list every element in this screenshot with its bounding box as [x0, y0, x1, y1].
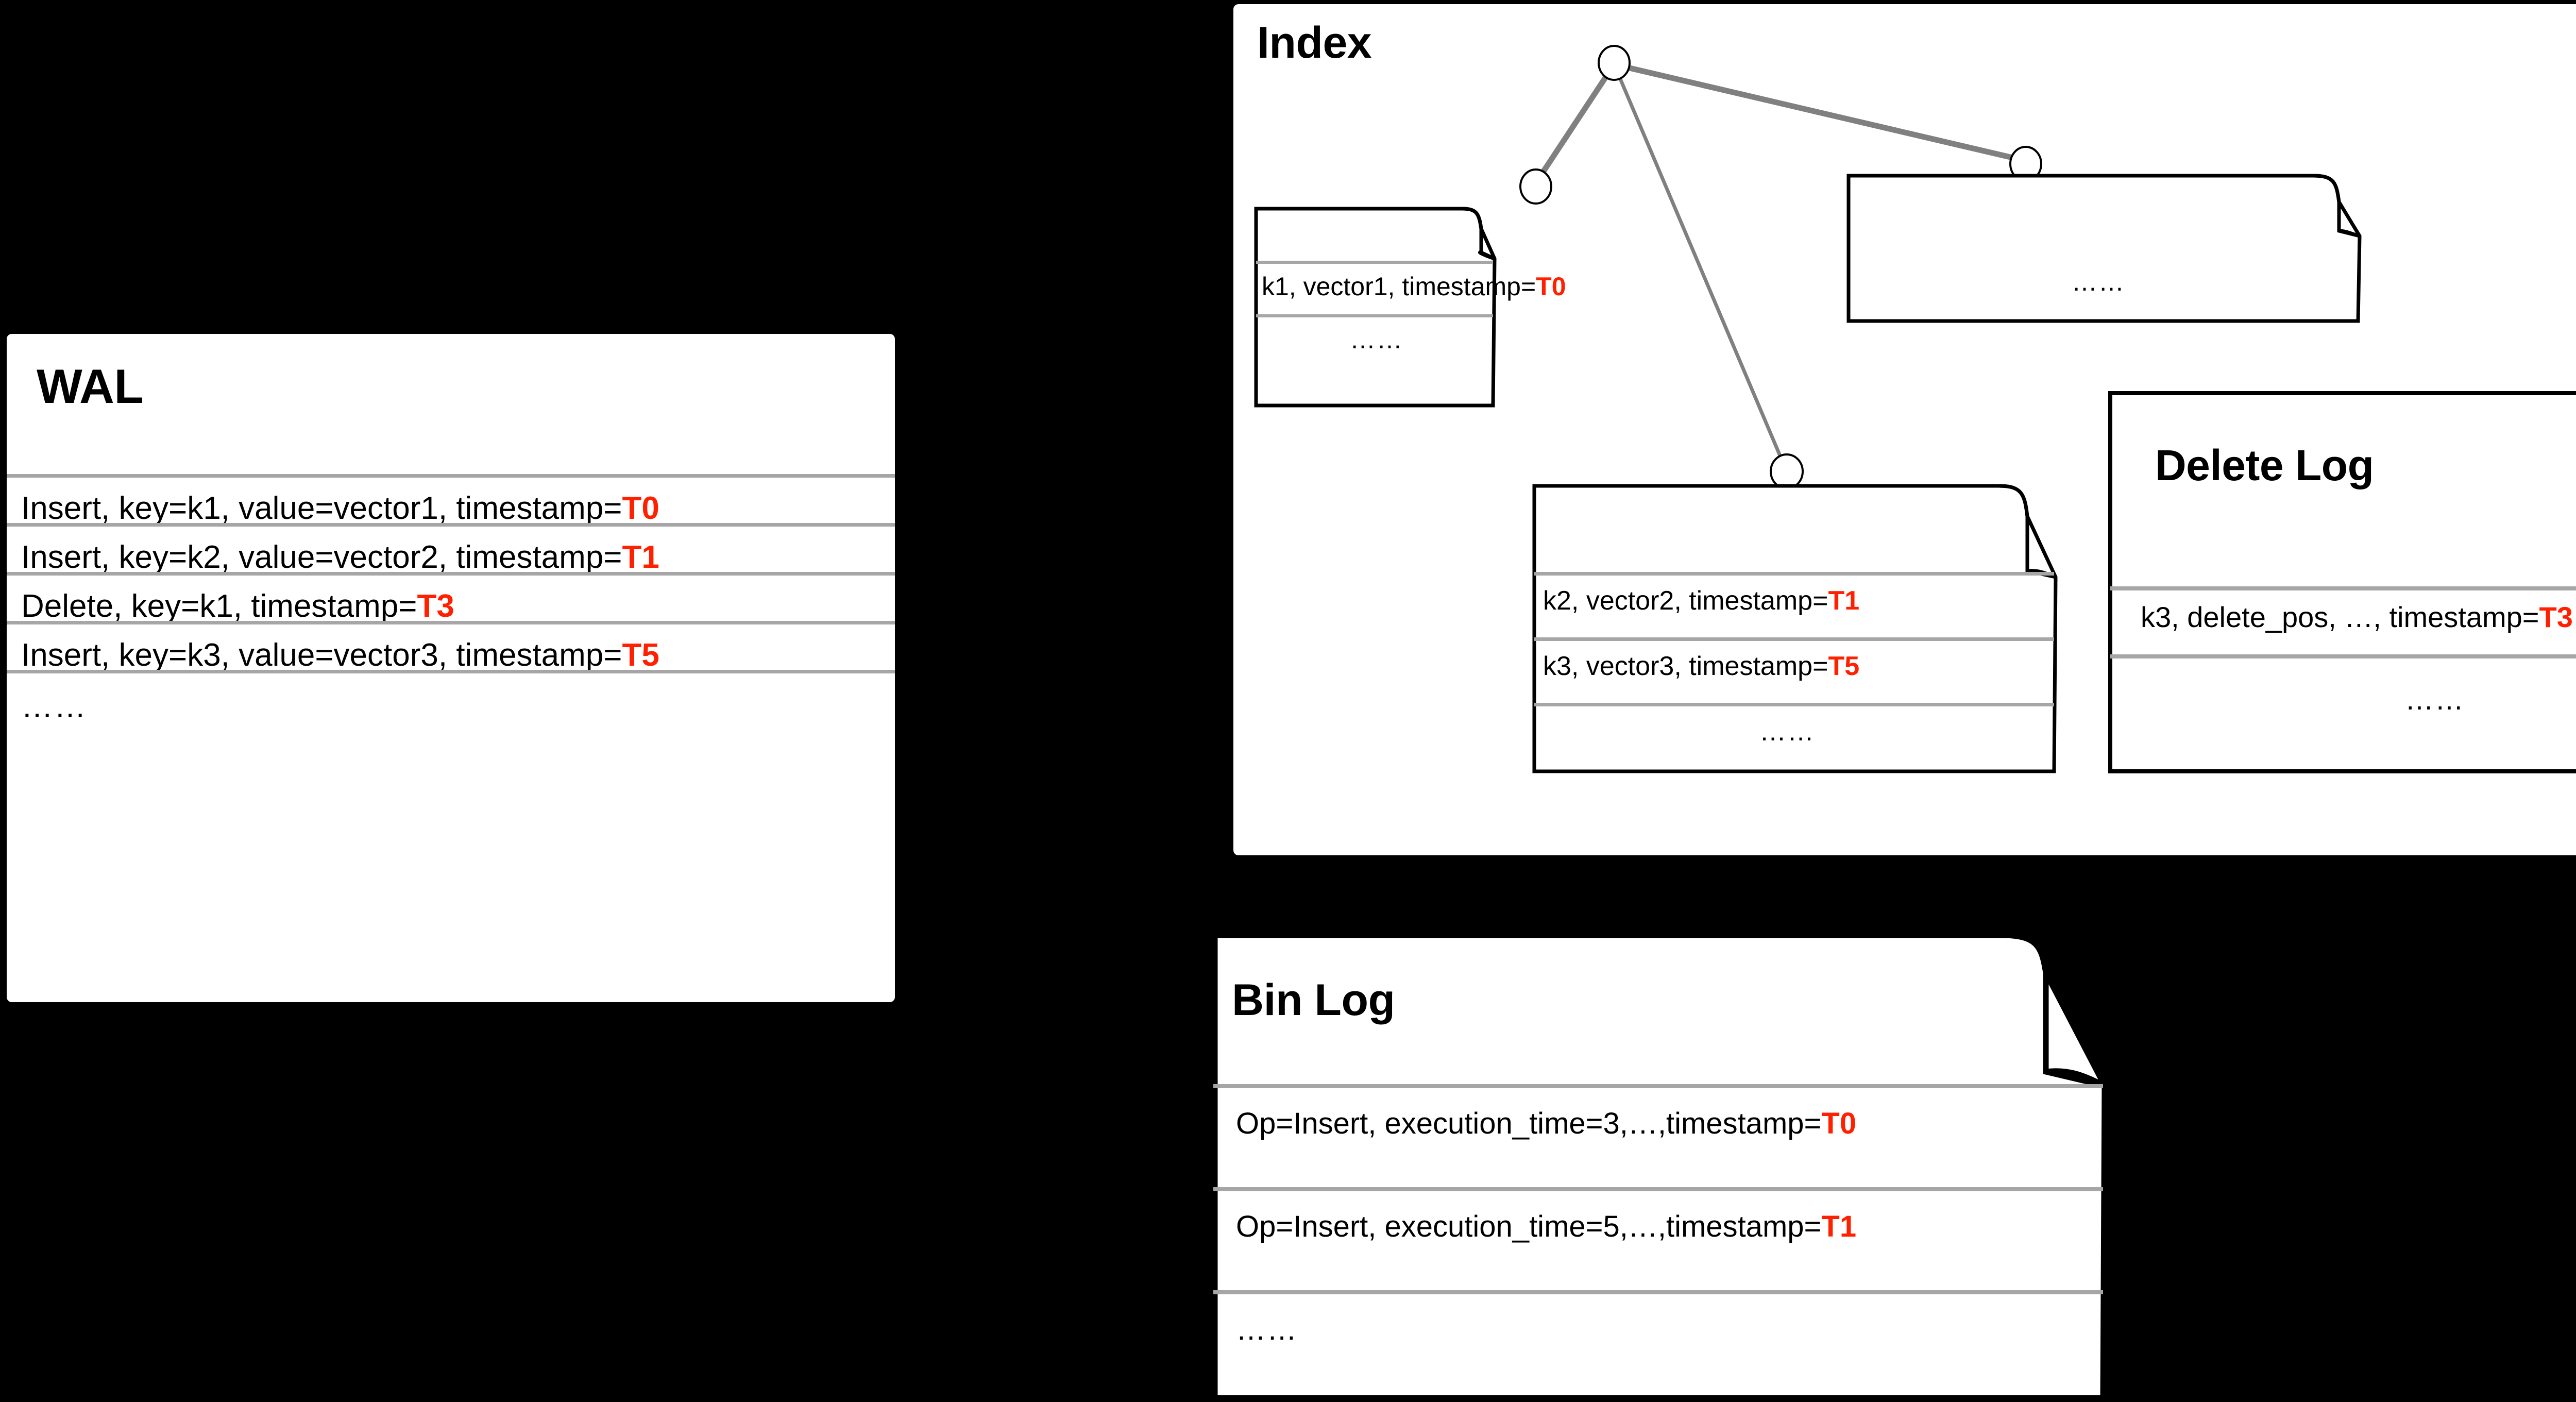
bin-log-divider: [1213, 1084, 2103, 1088]
document-shape: [1254, 207, 1497, 408]
delete-log-title: Delete Log: [2155, 441, 2374, 489]
index-leaf-more-ellipsis: ……: [1759, 717, 1815, 747]
wal-divider: [7, 670, 895, 673]
bin-log-title: Bin Log: [1232, 975, 1395, 1025]
bin-log-panel: Bin Log Op=Insert, execution_time=3,…,ti…: [1212, 932, 2222, 1401]
document-shape: [1532, 484, 2058, 773]
index-leaf-divider: [1534, 703, 2054, 706]
bin-log-row: Op=Insert, execution_time=3,…,timestamp=…: [1236, 1106, 1856, 1141]
wal-panel: WAL Insert, key=k1, value=vector1, times…: [7, 334, 895, 1002]
wal-row-timestamp: T1: [622, 539, 659, 575]
wal-row-timestamp: T0: [622, 491, 659, 526]
wal-title: WAL: [37, 359, 144, 413]
delete-log-row-timestamp: T3: [2539, 601, 2573, 633]
wal-divider: [7, 572, 895, 576]
index-title: Index: [1257, 18, 1372, 67]
index-leaf-more-ellipsis: ……: [2072, 267, 2125, 296]
delete-log-divider: [2110, 654, 2576, 658]
index-leaf-row-timestamp: T0: [1536, 272, 1566, 301]
index-leaf-card-k2-k3: k2, vector2, timestamp=T1 k3, vector3, t…: [1532, 484, 2058, 773]
index-leaf-row: k2, vector2, timestamp=T1: [1543, 585, 1859, 616]
wal-divider: [7, 474, 895, 478]
document-shape: [2108, 391, 2576, 773]
index-leaf-divider: [1534, 572, 2054, 576]
index-leaf-divider: [1256, 314, 1493, 317]
document-shape: [1846, 174, 2362, 323]
wal-row-text: Insert, key=k1, value=vector1, timestamp…: [21, 491, 622, 526]
delete-log-divider: [2110, 586, 2576, 590]
delete-log-more-ellipsis: ……: [2405, 683, 2465, 716]
index-leaf-row-timestamp: T1: [1828, 586, 1860, 616]
wal-divider: [7, 621, 895, 624]
delete-log-row: k3, delete_pos, …, timestamp=T3: [2141, 600, 2573, 634]
wal-row: Insert, key=k2, value=vector2, timestamp…: [21, 539, 659, 576]
index-leaf-row-timestamp: T5: [1828, 651, 1860, 681]
wal-more-ellipsis: ……: [21, 689, 87, 724]
wal-row-timestamp: T3: [417, 588, 454, 624]
index-leaf-row: k3, vector3, timestamp=T5: [1543, 651, 1859, 682]
index-leaf-divider: [1534, 637, 2054, 641]
bin-log-row-text: Op=Insert, execution_time=5,…,timestamp=: [1236, 1210, 1822, 1243]
delete-log-card: Delete Log k3, delete_pos, …, timestamp=…: [2108, 391, 2576, 773]
wal-row-text: Insert, key=k3, value=vector3, timestamp…: [21, 637, 622, 673]
bin-log-divider: [1213, 1187, 2103, 1191]
bin-log-more-ellipsis: ……: [1236, 1313, 1298, 1346]
bin-log-row: Op=Insert, execution_time=5,…,timestamp=…: [1236, 1209, 1856, 1244]
index-leaf-row-text: k3, vector3, timestamp=: [1543, 651, 1828, 681]
index-leaf-card-ellipsis: ……: [1846, 174, 2362, 323]
index-leaf-divider: [1256, 261, 1493, 264]
bin-log-row-timestamp: T1: [1821, 1210, 1857, 1243]
wal-row-text: Delete, key=k1, timestamp=: [21, 588, 417, 624]
wal-divider: [7, 523, 895, 527]
bin-log-divider: [1213, 1290, 2103, 1294]
wal-row-timestamp: T5: [622, 637, 659, 673]
index-leaf-row-text: k2, vector2, timestamp=: [1543, 586, 1828, 616]
wal-row: Insert, key=k1, value=vector1, timestamp…: [21, 490, 659, 527]
wal-row-text: Insert, key=k2, value=vector2, timestamp…: [21, 539, 622, 575]
wal-row: Insert, key=k3, value=vector3, timestamp…: [21, 637, 659, 673]
bin-log-row-text: Op=Insert, execution_time=3,…,timestamp=: [1236, 1107, 1822, 1140]
index-leaf-more-ellipsis: ……: [1350, 325, 1403, 354]
delete-log-row-text: k3, delete_pos, …, timestamp=: [2141, 601, 2539, 633]
index-leaf-card-k1: k1, vector1, timestamp=T0 ……: [1254, 207, 1566, 408]
wal-row: Delete, key=k1, timestamp=T3: [21, 588, 454, 624]
index-leaf-row: k1, vector1, timestamp=T0: [1262, 272, 1566, 301]
bin-log-row-timestamp: T0: [1821, 1107, 1857, 1140]
index-leaf-row-text: k1, vector1, timestamp=: [1262, 272, 1536, 301]
document-shape: [1212, 932, 2108, 1401]
